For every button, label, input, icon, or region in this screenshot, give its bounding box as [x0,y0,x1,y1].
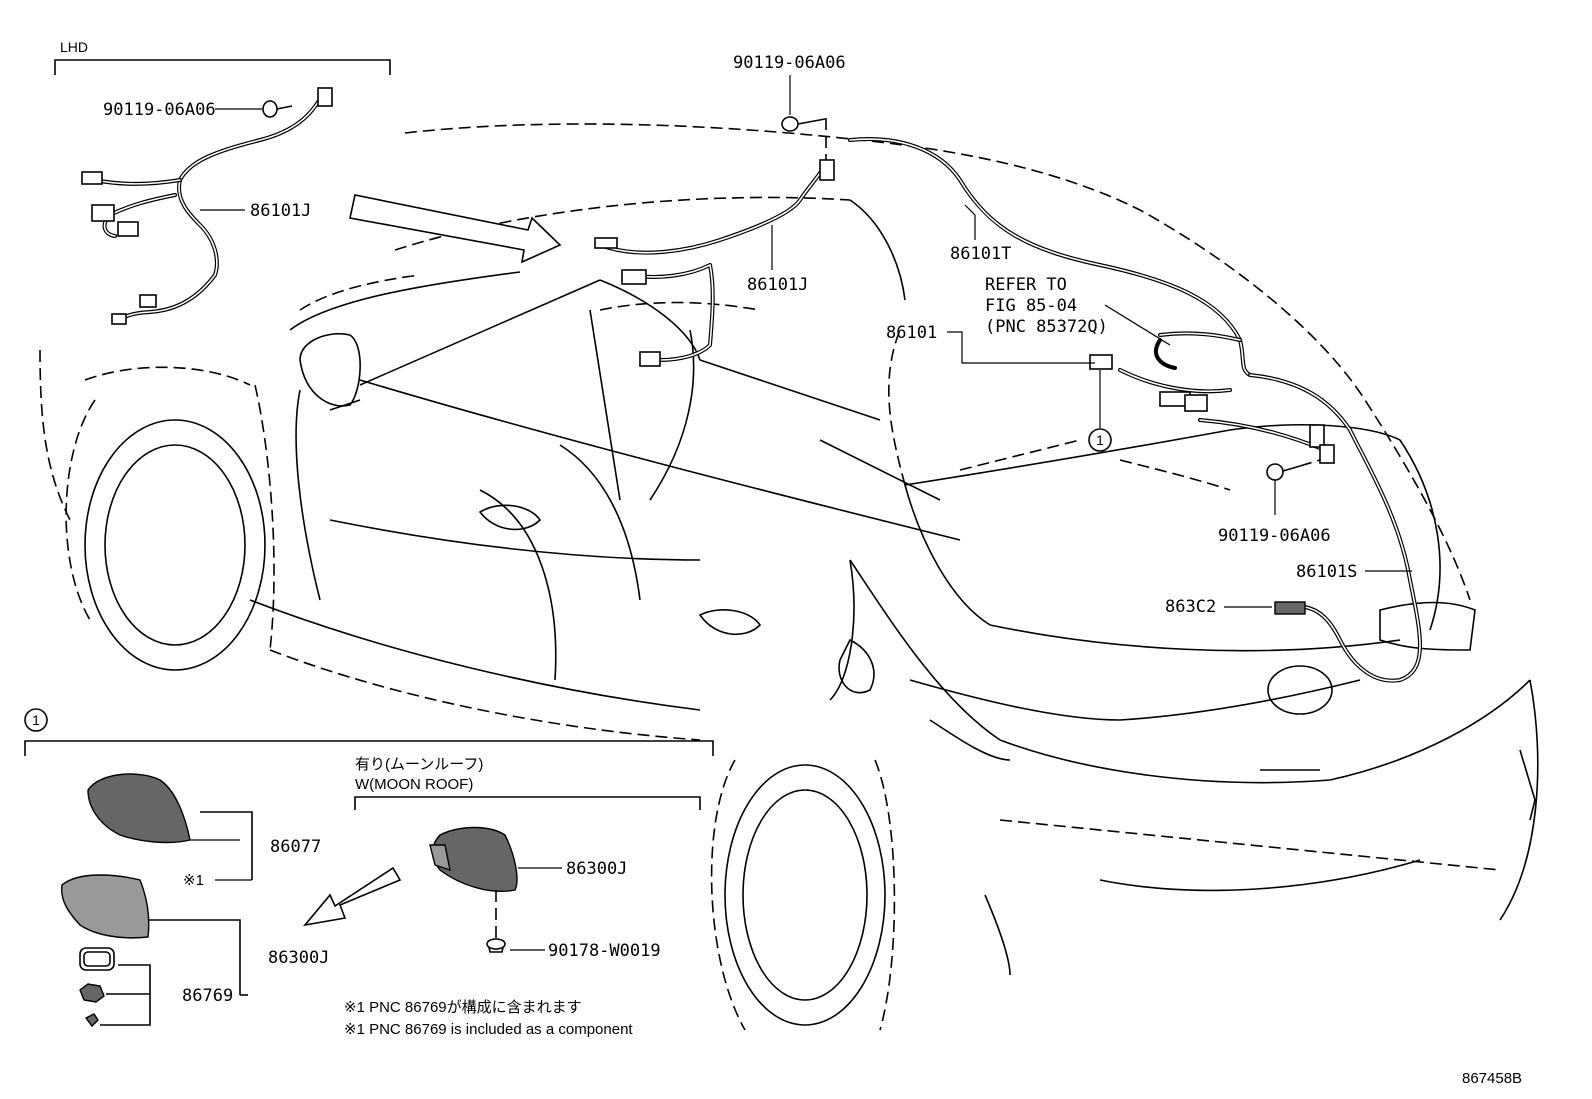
refer-to-line3: (PNC 85372Q) [985,317,1108,337]
bolt-icon [781,116,826,132]
wire-harness-main [594,137,1422,683]
part-90178-label: 90178-W0019 [548,941,661,961]
connector-icon [1319,444,1335,464]
connector-icon [139,294,157,308]
car-body [39,123,1539,1031]
arrow-left-icon [302,866,402,927]
wire-86101t-label: 86101T [950,244,1011,264]
part-86300j-moonroof-label: 86300J [566,859,627,879]
part-86300j-inset-label: 86300J [268,948,329,968]
inset-1-text: 1 [32,712,40,728]
refer-to-line2: FIG 85-04 [985,296,1077,316]
bolt-icon [1266,463,1301,481]
antenna-base-icon [1089,354,1113,370]
antenna-cover-icon [87,773,191,844]
mark-1-label: ※1 [183,872,204,889]
wire-86101j-lhd-label: 86101J [250,201,311,221]
bolt-label-lhd: 90119-06A06 [103,100,216,120]
connector-icon [81,171,103,185]
moon-roof-jp-label: 有り(ムーンルーフ) [355,756,483,773]
arrow-icon [349,194,562,264]
main-callouts: 90119-06A06 86101J 86101T REFER TO FIG 8… [733,53,1412,617]
connector-icon [117,221,139,237]
part-86077-label: 86077 [270,837,321,857]
connector-icon [111,313,127,325]
refer-to-line1: REFER TO [985,275,1067,295]
lhd-label: LHD [60,39,88,55]
screw-icon [84,1013,99,1028]
note-jp: ※1 PNC 86769が構成に含まれます [344,999,582,1016]
connector-863c2-icon [1274,601,1306,615]
part-86769-label: 86769 [182,986,233,1006]
callout-1-text: 1 [1096,432,1104,448]
bolt-icon [262,100,293,118]
lhd-inset: LHD 90119-06A06 86101J [54,39,391,325]
note-en: ※1 PNC 86769 is included as a component [344,1021,633,1038]
connector-icon [594,237,618,249]
connector-icon [621,269,647,285]
moon-roof-en-label: W(MOON ROOF) [355,776,473,793]
connector-icon [639,351,661,367]
part-86101-label: 86101 [886,323,937,343]
callout-circle-1 [1088,428,1112,452]
wire-86101j-label: 86101J [747,275,808,295]
figure-number: 867458B [1462,1070,1522,1087]
part-863c2-label: 863C2 [1165,597,1216,617]
connector-icon [1184,394,1208,412]
connector-icon [317,87,333,107]
bolt-label-rear: 90119-06A06 [1218,526,1331,546]
clip-icon [486,938,506,953]
bolt-label-top: 90119-06A06 [733,53,846,73]
inset-circle-1 [24,708,48,732]
connector-icon [91,204,115,222]
antenna-base-icon [61,874,150,939]
antenna-inset: 1 86077 ※1 86300J 86769 有り(ムーンルーフ) W(MOO… [24,708,714,1038]
nut-icon [79,983,105,1003]
wire-86101s-label: 86101S [1296,562,1357,582]
connector-icon [819,159,835,181]
connector-icon [1309,424,1325,448]
